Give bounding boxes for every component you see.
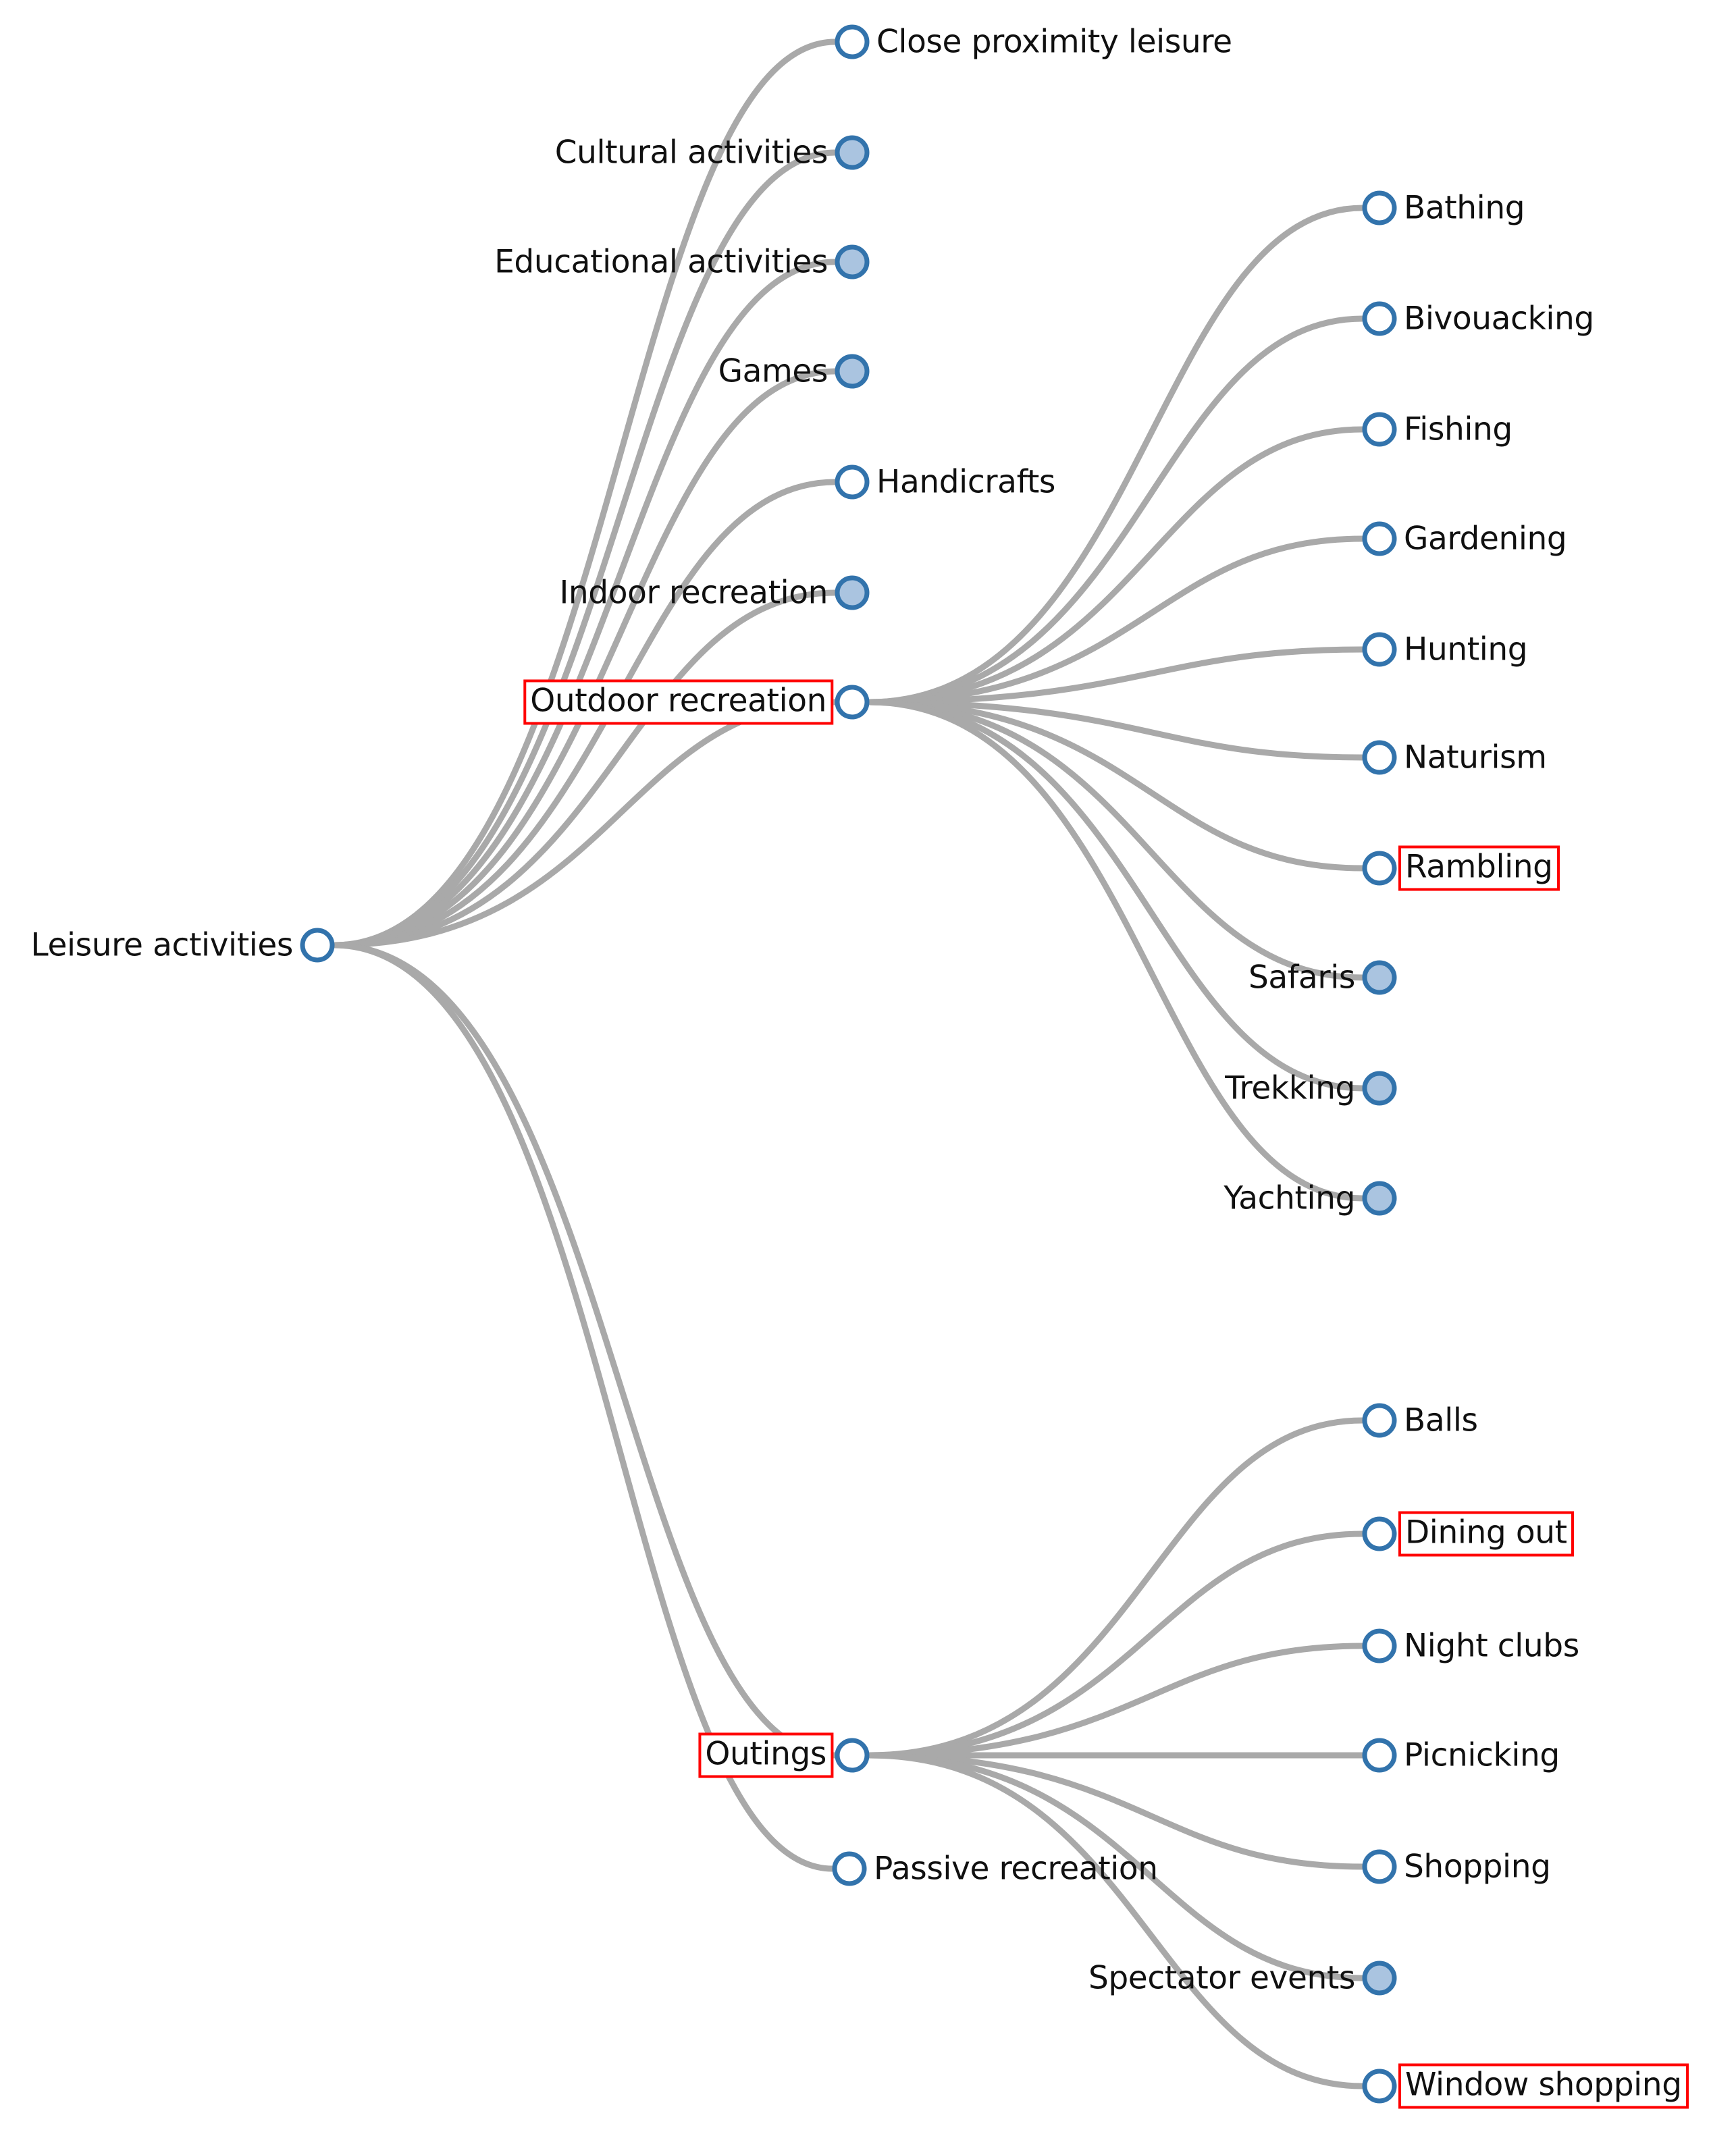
node-circle-picnicking[interactable]	[1362, 1738, 1397, 1773]
node-circle-handicrafts[interactable]	[835, 464, 870, 500]
tree-edge	[866, 1643, 1366, 1759]
node-circle-balls[interactable]	[1362, 1403, 1397, 1438]
node-circle-leisure-activities[interactable]	[300, 928, 335, 963]
nodes-layer	[300, 24, 1397, 2104]
node-label-balls[interactable]: Balls	[1404, 1402, 1478, 1439]
node-label-naturism[interactable]: Naturism	[1404, 739, 1547, 776]
tree-edge	[866, 699, 1366, 981]
tree-edge	[866, 1752, 1366, 2089]
node-circle-bathing[interactable]	[1362, 190, 1397, 225]
tree-edge	[331, 699, 839, 949]
tree-edge	[866, 1752, 1366, 1870]
node-label-indoor-recreation[interactable]: Indoor recreation	[559, 574, 828, 612]
node-label-shopping[interactable]: Shopping	[1404, 1848, 1551, 1886]
node-circle-naturism[interactable]	[1362, 740, 1397, 775]
node-circle-hunting[interactable]	[1362, 632, 1397, 667]
tree-edge	[866, 646, 1366, 705]
node-label-dining-out[interactable]: Dining out	[1398, 1511, 1574, 1557]
node-label-educational-activities[interactable]: Educational activities	[494, 243, 828, 281]
tree-edge	[866, 699, 1366, 1202]
tree-edge	[866, 1530, 1366, 1759]
node-label-picnicking[interactable]: Picnicking	[1404, 1736, 1560, 1774]
node-circle-passive-recreation[interactable]	[832, 1851, 867, 1886]
tree-edge	[331, 942, 836, 1872]
node-circle-outings[interactable]	[835, 1738, 870, 1773]
tree-edge	[331, 942, 839, 1759]
node-circle-shopping[interactable]	[1362, 1849, 1397, 1884]
tree-edge	[866, 1417, 1366, 1759]
tree-edge	[866, 1752, 1366, 1981]
tree-edge	[866, 699, 1366, 761]
node-label-window-shopping[interactable]: Window shopping	[1398, 2063, 1689, 2109]
node-label-gardening[interactable]: Gardening	[1404, 520, 1567, 558]
tree-edge	[866, 535, 1366, 705]
node-label-night-clubs[interactable]: Night clubs	[1404, 1627, 1579, 1665]
node-label-spectator-events[interactable]: Spectator events	[1088, 1959, 1355, 1997]
tree-edge	[331, 149, 839, 949]
node-circle-spectator-events[interactable]	[1362, 1961, 1397, 1996]
node-circle-trekking[interactable]	[1362, 1071, 1397, 1106]
node-label-leisure-activities[interactable]: Leisure activities	[30, 926, 294, 964]
node-label-fishing[interactable]: Fishing	[1404, 410, 1513, 448]
tree-edge	[331, 589, 839, 949]
node-label-outings[interactable]: Outings	[698, 1732, 833, 1778]
node-label-handicrafts[interactable]: Handicrafts	[876, 463, 1056, 501]
node-circle-indoor-recreation[interactable]	[835, 575, 870, 610]
edges-layer	[331, 38, 1366, 2089]
node-label-outdoor-recreation[interactable]: Outdoor recreation	[523, 679, 833, 725]
tree-edge	[866, 699, 1366, 1092]
tree-edge	[866, 699, 1366, 872]
node-label-trekking[interactable]: Trekking	[1225, 1069, 1355, 1107]
tree-edge	[866, 205, 1366, 705]
tree-edge	[866, 315, 1366, 705]
node-label-rambling[interactable]: Rambling	[1398, 845, 1560, 891]
node-label-bathing[interactable]: Bathing	[1404, 189, 1525, 227]
node-label-safaris[interactable]: Safaris	[1248, 959, 1355, 996]
node-circle-educational-activities[interactable]	[835, 244, 870, 279]
node-circle-night-clubs[interactable]	[1362, 1628, 1397, 1663]
node-label-close-proximity-leisure[interactable]: Close proximity leisure	[876, 23, 1232, 61]
node-label-games[interactable]: Games	[718, 352, 828, 390]
tree-edge	[866, 426, 1366, 705]
tree-edge	[331, 38, 839, 949]
node-circle-cultural-activities[interactable]	[835, 135, 870, 170]
node-circle-dining-out[interactable]	[1362, 1516, 1397, 1551]
node-circle-games[interactable]	[835, 354, 870, 389]
node-circle-fishing[interactable]	[1362, 412, 1397, 447]
node-circle-close-proximity-leisure[interactable]	[835, 24, 870, 59]
node-label-passive-recreation[interactable]: Passive recreation	[874, 1850, 1158, 1888]
node-circle-gardening[interactable]	[1362, 521, 1397, 556]
node-label-bivouacking[interactable]: Bivouacking	[1404, 300, 1594, 338]
tree-edge	[331, 368, 839, 949]
node-label-yachting[interactable]: Yachting	[1224, 1179, 1355, 1217]
node-circle-outdoor-recreation[interactable]	[835, 685, 870, 720]
node-circle-safaris[interactable]	[1362, 960, 1397, 995]
node-circle-window-shopping[interactable]	[1362, 2069, 1397, 2104]
node-circle-rambling[interactable]	[1362, 851, 1397, 886]
node-circle-yachting[interactable]	[1362, 1181, 1397, 1216]
tree-edge	[331, 259, 839, 949]
node-label-hunting[interactable]: Hunting	[1404, 631, 1528, 668]
node-circle-bivouacking[interactable]	[1362, 301, 1397, 336]
node-label-cultural-activities[interactable]: Cultural activities	[554, 134, 828, 171]
